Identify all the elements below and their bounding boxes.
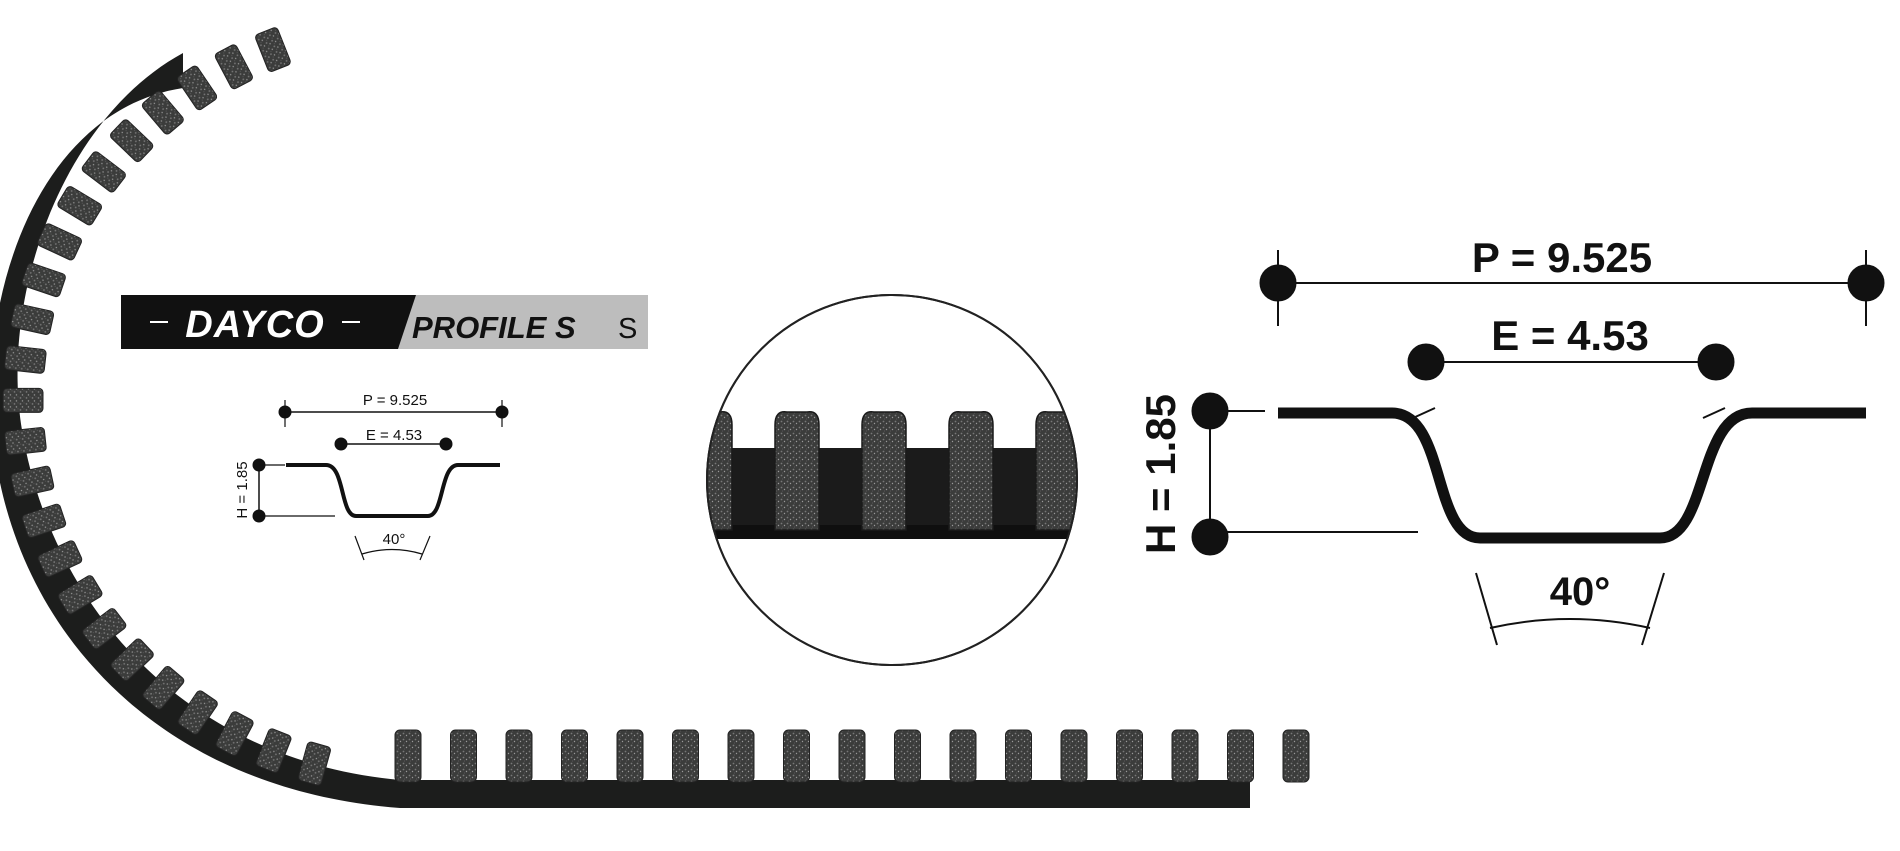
belt-tooth (10, 303, 55, 336)
belt-tooth (4, 345, 47, 374)
small-angle-arc (361, 548, 423, 555)
profile-label: PROFILE S (412, 310, 576, 345)
profile-suffix: S (618, 313, 637, 345)
magnified-belt-detail (706, 294, 1078, 666)
belt-tooth (37, 223, 82, 261)
belt-tooth (450, 729, 477, 783)
magnifier-ring-outline (706, 294, 1078, 666)
belt-tooth (672, 729, 699, 783)
belt-tooth (214, 44, 253, 90)
large-angle-arc (1489, 618, 1651, 629)
large-width-dot-right (1697, 343, 1735, 381)
belt-tooth (21, 262, 66, 298)
large-height-label: H = 1.85 (1137, 394, 1184, 554)
belt-tooth (10, 465, 55, 498)
brand-banner-light (398, 295, 648, 349)
belt-tooth (394, 729, 422, 783)
small-height-label: H = 1.85 (234, 461, 251, 518)
belt-tooth (1227, 729, 1254, 783)
belt-tooth (1282, 729, 1310, 783)
small-width-label: E = 4.53 (366, 427, 422, 444)
belt-tooth (255, 728, 292, 774)
belt-tooth (1171, 729, 1199, 783)
small-angle-label: 40° (383, 531, 406, 548)
belt-tooth (297, 741, 331, 786)
belt-tooth (81, 151, 126, 193)
belt-teeth-curved (2, 27, 331, 786)
small-pitch-label: P = 9.525 (363, 392, 427, 409)
belt-tooth (37, 540, 83, 578)
belt-tooth (176, 65, 218, 111)
small-width-dot-right (439, 437, 453, 451)
brand-logo-text: DAYCO (185, 304, 324, 346)
magnified-tooth (774, 411, 820, 531)
magnified-tooth (861, 411, 907, 531)
belt-tooth (110, 119, 154, 163)
belt-tooth (110, 638, 154, 682)
large-profile-diagram (1191, 250, 1885, 646)
belt-tooth (838, 729, 866, 783)
belt-tooth (505, 729, 533, 783)
large-profile-tick-right (1702, 407, 1726, 419)
brand-banner-dark (121, 295, 416, 349)
large-pitch-label: P = 9.525 (1472, 234, 1652, 281)
belt-tooth (561, 729, 588, 783)
large-width-label: E = 4.53 (1491, 312, 1649, 359)
brand-banner: DAYCO PROFILE S S (121, 295, 648, 349)
belt-tooth (57, 186, 103, 226)
belt-tooth (1116, 729, 1143, 783)
large-width-dot-left (1407, 343, 1445, 381)
belt-tooth (783, 729, 810, 783)
belt-tooth (949, 729, 977, 783)
belt-tooth (177, 690, 218, 735)
large-height-dot-bottom (1191, 518, 1229, 556)
small-width-dot-left (334, 437, 348, 451)
small-angle-leg-right (419, 535, 431, 561)
belt-tooth (616, 729, 644, 783)
belt-tooth (215, 711, 254, 757)
large-angle-label: 40° (1550, 570, 1611, 614)
large-profile-tick-left (1412, 407, 1436, 419)
belt-tooth (141, 90, 184, 135)
timing-belt-illustration (0, 27, 1310, 808)
belt-teeth-straight (394, 729, 1310, 783)
small-angle-leg-left (354, 535, 365, 561)
belt-tooth (727, 729, 755, 783)
belt-tooth (57, 575, 103, 615)
small-profile-diagram (252, 400, 509, 561)
magnified-tooth (948, 411, 994, 531)
belt-tooth (142, 666, 185, 710)
belt-tooth (255, 27, 291, 72)
belt-tooth (2, 387, 44, 413)
magnified-teeth (707, 411, 1077, 531)
large-tooth-profile (1278, 407, 1866, 544)
belt-tooth (82, 608, 127, 650)
large-angle-leg-right (1641, 572, 1665, 646)
small-tooth-profile (286, 463, 500, 518)
belt-tooth (21, 503, 67, 539)
belt-tooth (894, 729, 921, 783)
belt-tooth (1005, 729, 1032, 783)
belt-tooth (1060, 729, 1088, 783)
belt-tooth (4, 427, 47, 456)
large-angle-leg-left (1475, 572, 1498, 646)
